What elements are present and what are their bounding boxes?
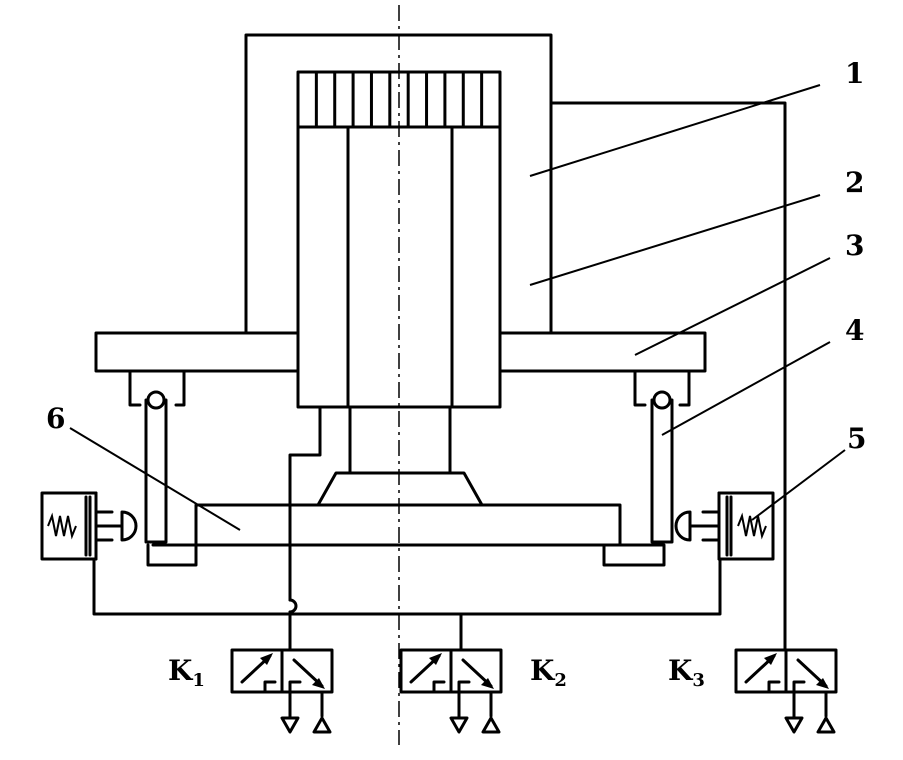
valve-k2	[399, 648, 503, 734]
valve-k3	[734, 648, 838, 734]
label-3: 3	[845, 229, 864, 262]
air-lines	[92, 101, 787, 652]
left-spring-cylinder	[40, 491, 138, 561]
valve-label-k1: K1	[168, 654, 205, 691]
valve-label-k2: K2	[530, 654, 567, 691]
lever-bar	[151, 503, 665, 547]
valve-k1	[230, 648, 334, 734]
label-4: 4	[845, 314, 864, 347]
right-arm	[602, 369, 691, 567]
leader-lines	[69, 84, 846, 531]
valve-label-k3: K3	[668, 654, 705, 691]
base-plate	[94, 331, 707, 373]
right-spring-cylinder	[674, 491, 775, 561]
label-2: 2	[845, 166, 864, 199]
piston-rod	[316, 405, 484, 507]
label-1: 1	[845, 57, 864, 90]
label-5: 5	[847, 422, 866, 455]
piston-ribs	[314, 70, 484, 129]
label-6: 6	[46, 402, 65, 435]
left-arm	[128, 369, 198, 567]
